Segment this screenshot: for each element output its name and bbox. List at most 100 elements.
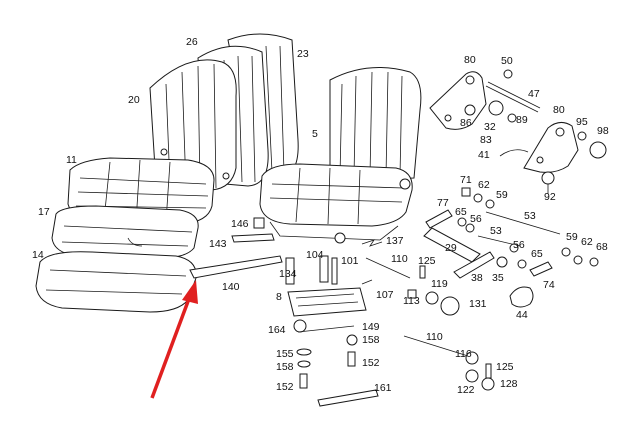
part-113: [407, 289, 417, 299]
lever-77: [425, 209, 453, 229]
callout-140: 140: [222, 281, 240, 293]
callout-125-lower: 125: [496, 361, 514, 373]
spring-104: [319, 255, 329, 283]
seat-cushion-14: [35, 251, 197, 313]
part-116: [465, 351, 479, 365]
part-86: [464, 104, 476, 116]
nut-50: [503, 69, 513, 79]
callout-146: 146: [231, 218, 249, 230]
bracket-146: [253, 217, 265, 229]
callout-152-left: 152: [276, 381, 294, 393]
spring-137: [361, 239, 383, 247]
callout-17: 17: [38, 206, 50, 218]
washer-59-right: [561, 247, 571, 257]
callout-89: 89: [516, 114, 528, 126]
callout-32: 32: [484, 121, 496, 133]
complete-seat-5: [259, 67, 422, 244]
callout-68: 68: [596, 241, 608, 253]
knob-98: [589, 141, 607, 159]
rod-47: [485, 81, 541, 113]
callout-71: 71: [460, 174, 472, 186]
callout-56: 56: [470, 213, 482, 225]
callout-59: 59: [496, 189, 508, 201]
callout-8: 8: [276, 291, 282, 303]
callout-29: 29: [445, 242, 457, 254]
callout-53: 53: [524, 210, 536, 222]
callout-20: 20: [128, 94, 140, 106]
bolt-92: [541, 171, 555, 194]
callout-65-lower: 65: [531, 248, 543, 260]
callout-101: 101: [341, 255, 359, 267]
callout-110-lower: 110: [426, 331, 443, 343]
knob-44: [509, 286, 534, 308]
washer-155: [296, 348, 312, 356]
callout-161: 161: [374, 382, 392, 394]
callout-125: 125: [418, 255, 436, 267]
part-65-lower: [517, 259, 527, 269]
shaft-53-upper: [485, 211, 561, 235]
part-32: [488, 100, 504, 116]
callout-53-lower: 53: [490, 225, 502, 237]
seat-cushion-17: [51, 205, 199, 259]
part-68: [589, 257, 599, 267]
callout-110: 110: [391, 253, 408, 265]
rod-110-upper: [365, 257, 411, 279]
callout-14: 14: [32, 249, 44, 261]
callout-80: 80: [464, 54, 476, 66]
washer-158-left: [297, 360, 311, 368]
part-119: [425, 291, 439, 305]
rail-143: [231, 233, 275, 243]
callout-83: 83: [480, 134, 492, 146]
rod-110-lower: [403, 335, 469, 357]
part-65: [457, 217, 467, 227]
spring-41: [499, 149, 529, 157]
callout-98: 98: [597, 125, 609, 137]
rail-161: [317, 389, 379, 407]
callout-107: 107: [376, 289, 394, 301]
callout-137: 137: [386, 235, 404, 247]
callout-86: 86: [460, 117, 472, 129]
rod-149: [297, 325, 355, 333]
washer-158-right: [346, 334, 358, 346]
callout-77: 77: [437, 197, 449, 209]
bolt-107: [361, 279, 373, 285]
callout-labels: 20 26 23 11 17 14 5 80 50 47 86 32 89 83…: [32, 36, 609, 396]
callout-158: 158: [362, 334, 380, 346]
part-128: [481, 377, 495, 391]
lever-140: [189, 255, 283, 279]
part-122: [465, 369, 479, 383]
callout-11: 11: [66, 154, 77, 166]
callout-164: 164: [268, 324, 286, 336]
part-71: [461, 187, 471, 197]
callout-155: 155: [276, 348, 294, 360]
lever-74: [529, 261, 553, 277]
callout-158-left: 158: [276, 361, 294, 373]
bracket-29: [423, 227, 481, 263]
callout-5: 5: [312, 128, 318, 140]
callout-26: 26: [186, 36, 198, 48]
callout-56-lower: 56: [513, 239, 525, 251]
washer-62: [473, 193, 483, 203]
bolt-152-left: [299, 373, 308, 389]
gear-131: [440, 296, 460, 316]
callout-104: 104: [306, 249, 324, 261]
washer-59: [485, 199, 495, 209]
callout-80-lower: 80: [553, 104, 565, 116]
callout-128: 128: [500, 378, 518, 390]
part-56: [465, 223, 475, 233]
bolt-164: [293, 319, 307, 333]
hinge-plate-80-upper: [429, 71, 487, 130]
hinge-plate-80-lower: [523, 122, 579, 173]
callout-149: 149: [362, 321, 380, 333]
callout-38: 38: [471, 272, 483, 284]
callout-152: 152: [362, 357, 380, 369]
callout-134: 134: [279, 268, 297, 280]
callout-113: 113: [403, 295, 420, 307]
callout-92: 92: [544, 191, 556, 203]
callout-122: 122: [457, 384, 475, 396]
callout-116: 116: [455, 348, 472, 360]
callout-59-right: 59: [566, 231, 578, 243]
clip-95: [577, 131, 587, 141]
callout-74: 74: [543, 279, 555, 291]
